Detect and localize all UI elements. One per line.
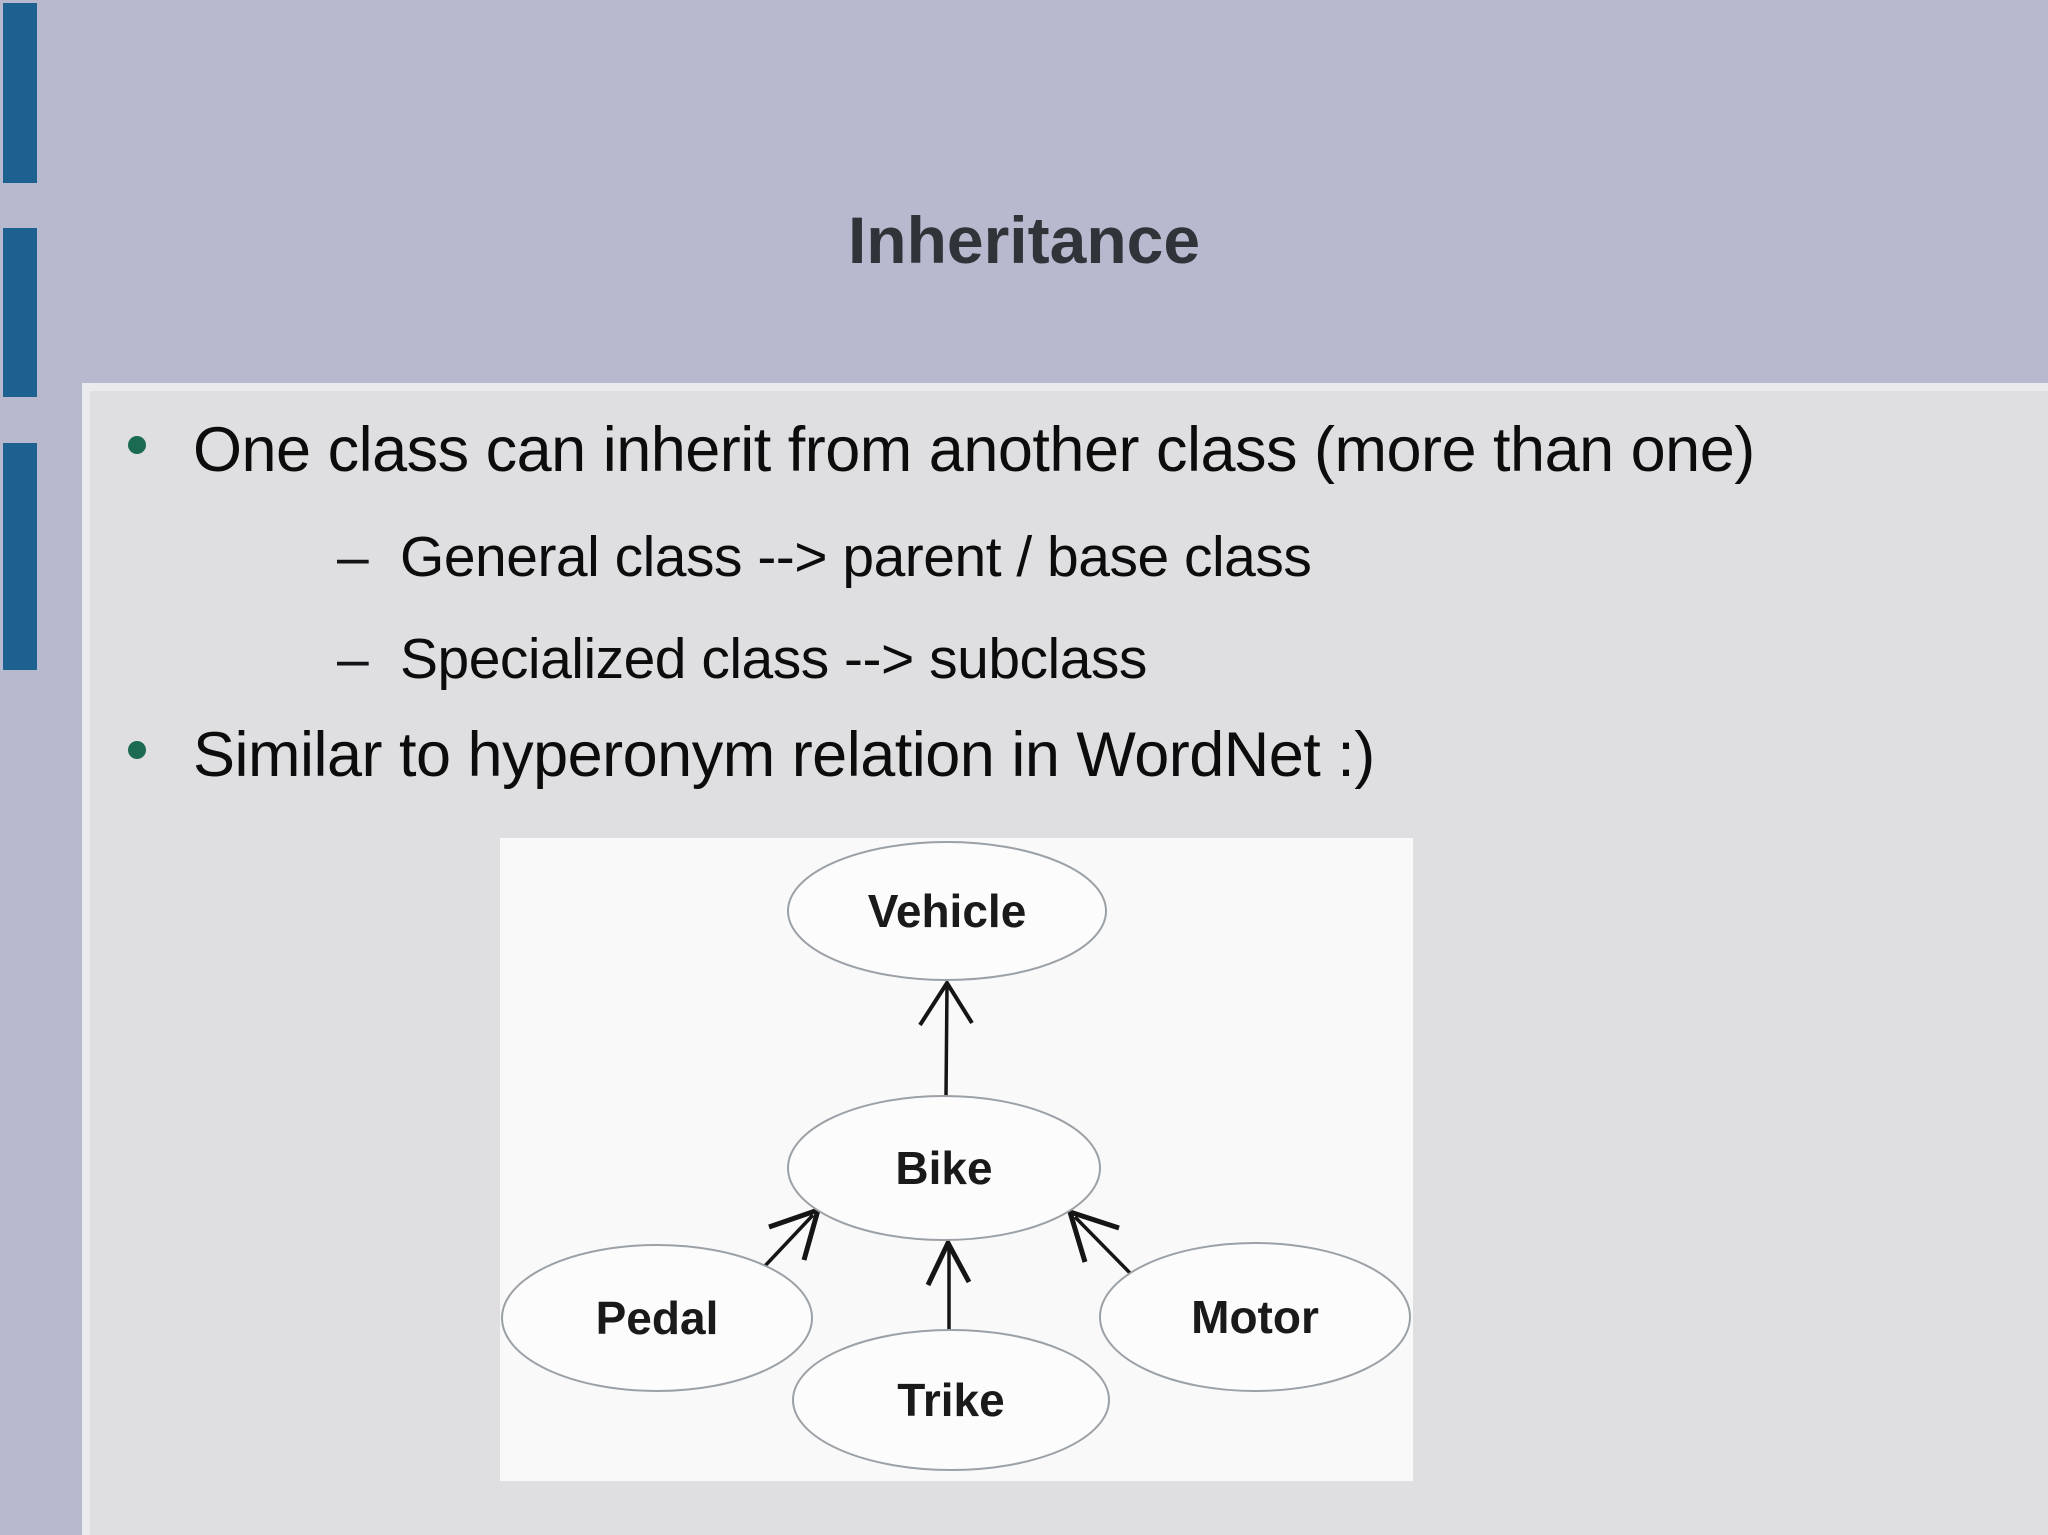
node-label-motor: Motor [1191,1291,1319,1343]
sub-bullet-line-1: – General class --> parent / base class [0,520,2048,610]
bullet-line-1: One class can inherit from another class… [0,410,2048,500]
edge-bike-to-vehicle [918,979,974,1098]
bullet-dot-icon [128,436,146,454]
edge-motor-to-bike [1066,1208,1132,1275]
accent-bar-1 [3,3,37,183]
node-pedal: Pedal [501,1244,813,1392]
node-bike: Bike [787,1095,1101,1241]
node-label-pedal: Pedal [596,1292,719,1344]
accent-bar-2 [3,228,37,397]
edge-trike-to-bike [925,1237,972,1335]
accent-bar-3 [3,443,37,670]
sub-bullet-text: General class --> parent / base class [400,525,1312,589]
bullet-dot-icon [128,741,146,759]
node-label-bike: Bike [895,1142,992,1194]
bullet-text: One class can inherit from another class… [193,415,1755,485]
sub-bullet-line-2: – Specialized class --> subclass [0,622,2048,712]
node-label-trike: Trike [897,1374,1004,1426]
edge-pedal-to-bike [761,1206,822,1270]
node-label-vehicle: Vehicle [868,885,1027,937]
inheritance-diagram-svg: Vehicle Bike Pedal Trike Motor [501,841,1411,1471]
node-trike: Trike [792,1329,1110,1471]
bullet-text: Similar to hyperonym relation in WordNet… [193,720,1375,790]
dash-bullet-icon: – [337,627,369,691]
slide-title: Inheritance [847,203,1201,277]
node-vehicle: Vehicle [787,841,1107,981]
node-motor: Motor [1099,1242,1411,1392]
inheritance-diagram: Vehicle Bike Pedal Trike Motor [500,838,1413,1481]
bullet-line-2: Similar to hyperonym relation in WordNet… [0,715,2048,805]
dash-bullet-icon: – [337,525,369,589]
sub-bullet-text: Specialized class --> subclass [400,627,1147,691]
